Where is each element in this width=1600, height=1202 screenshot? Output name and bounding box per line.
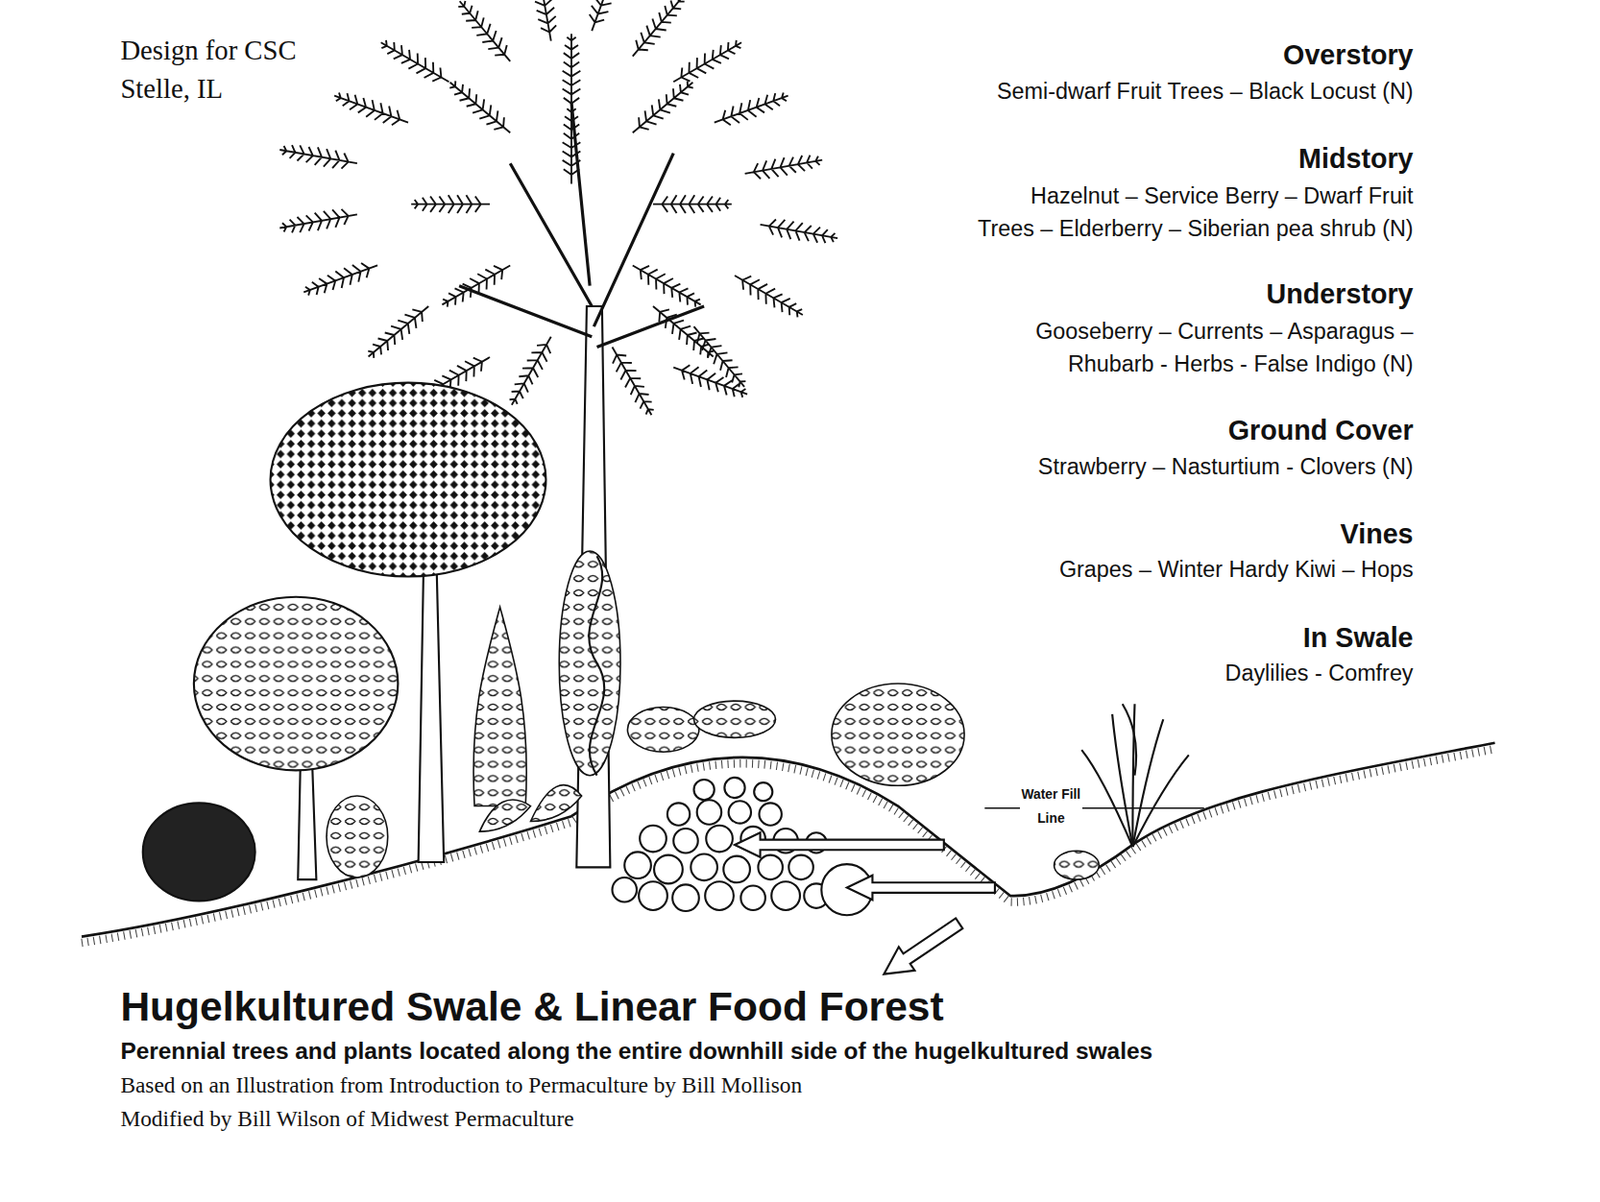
plant-list: Grapes – Winter Hardy Kiwi – Hops <box>1059 556 1414 583</box>
understory-plants <box>326 683 1099 880</box>
plant-list: Strawberry – Nasturtium - Clovers (N) <box>1038 453 1414 481</box>
layer-heading: In Swale <box>1303 621 1414 655</box>
swale-plant <box>1081 703 1189 848</box>
diagram-title: Hugelkultured Swale & Linear Food Forest <box>120 982 944 1032</box>
layer-heading: Vines <box>1340 517 1414 551</box>
dark-shrub <box>143 802 256 901</box>
ground <box>81 743 1496 944</box>
layer-heading: Understory <box>1266 277 1414 311</box>
water-fill-line <box>984 807 1204 810</box>
diagram-caption: Perennial trees and plants located along… <box>120 1037 1153 1066</box>
layer-heading: Ground Cover <box>1228 413 1414 447</box>
credit-note: Based on an Illustration from Introducti… <box>120 1071 802 1099</box>
plant-list: Semi-dwarf Fruit Trees – Black Locust (N… <box>996 77 1414 105</box>
plant-list: Gooseberry – Currents – Asparagus – Rhub… <box>1032 315 1414 381</box>
location-note: Design for CSC Stelle, IL <box>120 30 300 109</box>
plant-list: Daylilies - Comfrey <box>1225 659 1414 687</box>
conifer <box>473 606 527 806</box>
credit-note: Modified by Bill Wilson of Midwest Perma… <box>120 1105 574 1133</box>
plant-list: Hazelnut – Service Berry – Dwarf Fruit T… <box>974 179 1414 245</box>
layer-heading: Overstory <box>1283 38 1413 72</box>
layer-heading: Midstory <box>1298 142 1413 175</box>
pointer-arrows <box>734 832 995 987</box>
vine <box>558 551 621 776</box>
water-line-label: Water Fill Line <box>1019 782 1083 832</box>
